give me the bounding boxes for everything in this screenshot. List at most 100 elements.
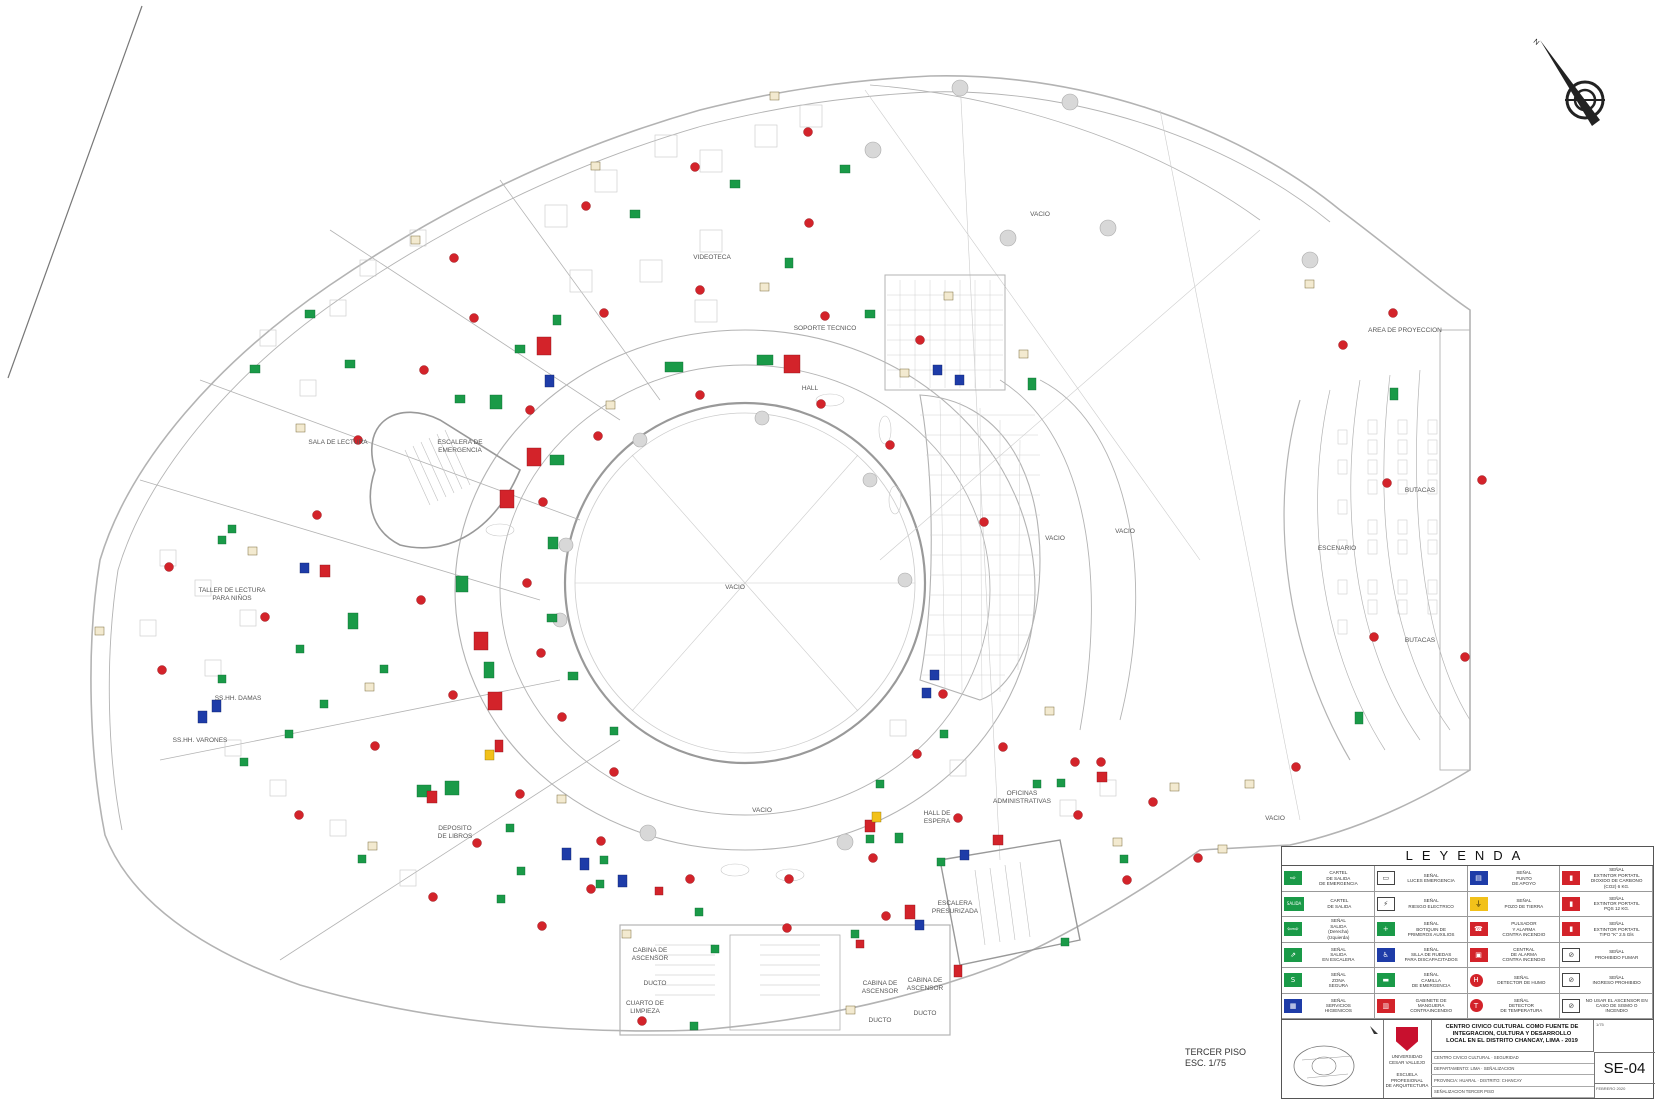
legend-item-alarm-central: ▣ CENTRAL DE ALARMA CONTRA INCENDIO bbox=[1467, 942, 1561, 968]
floor-label: TERCER PISO bbox=[1185, 1047, 1247, 1057]
project-title: CENTRO CIVICO CULTURAL COMO FUENTE DE IN… bbox=[1431, 1020, 1594, 1052]
svg-text:BUTACAS: BUTACAS bbox=[1405, 487, 1436, 494]
title-block-row: DEPARTAMENTO: LIMA · SEÑALIZACION bbox=[1431, 1064, 1594, 1075]
svg-text:ESCALERA: ESCALERA bbox=[938, 900, 973, 907]
site-boundary-line bbox=[7, 5, 143, 379]
fire-extinguisher-co2-icon: ▮ bbox=[1562, 871, 1581, 886]
sheet-number: SE-04 bbox=[1594, 1052, 1655, 1084]
legend-item-smoke-detector: H SEÑAL DETECTOR DE HUMO bbox=[1467, 968, 1561, 994]
legend-item-label: SEÑAL POZO DE TIERRA bbox=[1504, 898, 1544, 909]
building-shell bbox=[90, 74, 1471, 1036]
legend-item-no-elevator: ⊘NO USAR EL ASCENSOR EN CASO DE SISMO O … bbox=[1560, 993, 1653, 1019]
legend-item-first-aid: +SEÑAL BOTIQUIN DE PRIMEROS AUXILIOS bbox=[1374, 917, 1468, 943]
smoke-detectors bbox=[157, 127, 1487, 1026]
svg-text:VACIO: VACIO bbox=[1115, 528, 1135, 535]
svg-text:DEPOSITO: DEPOSITO bbox=[438, 825, 471, 832]
legend-item-fire-alarm-pull: ☎PULSADOR Y ALARMA CONTRA INCENDIO bbox=[1467, 917, 1561, 943]
legend-item-label: SEÑAL PROHIBIDO FUMAR bbox=[1594, 949, 1639, 960]
svg-text:CABINA DE: CABINA DE bbox=[633, 947, 668, 954]
legend-item-label: SEÑAL EXTINTOR PORTATIL PQS 12 KG. bbox=[1593, 895, 1640, 912]
legend-item-fire-hose-cabinet: ▥GABINETE DE MANGUERA CONTRAINCENDIO bbox=[1374, 993, 1468, 1019]
legend-item-fire-extinguisher-k: ▮SEÑAL EXTINTOR PORTATIL TIPO "K" 2.5 Gl… bbox=[1560, 917, 1653, 943]
svg-text:SS.HH. DAMAS: SS.HH. DAMAS bbox=[215, 695, 262, 702]
grid-floor bbox=[887, 280, 1040, 699]
fire-hose-cabinet-icon: ▥ bbox=[1376, 998, 1395, 1013]
stretcher-icon: ▬ bbox=[1376, 973, 1395, 988]
title-block-row: CENTRO CIVICO CULTURAL · SEGURIDAD bbox=[1431, 1052, 1594, 1064]
legend-item-stair-exit: ⇗SEÑAL SALIDA EN ESCALERA bbox=[1282, 942, 1375, 968]
legend-item-fire-extinguisher-pqs: ▮SEÑAL EXTINTOR PORTATIL PQS 12 KG. bbox=[1560, 891, 1653, 917]
svg-text:VACIO: VACIO bbox=[1030, 211, 1050, 218]
legend-item-no-smoking: ⊘SEÑAL PROHIBIDO FUMAR bbox=[1560, 942, 1653, 968]
svg-text:BUTACAS: BUTACAS bbox=[1405, 637, 1436, 644]
smoke-detector-icon: H bbox=[1469, 973, 1483, 987]
svg-text:ASCENSOR: ASCENSOR bbox=[632, 955, 669, 962]
exit-arrow-icon: ⇨ bbox=[1284, 871, 1302, 886]
exit-icon: SALIDA bbox=[1284, 896, 1304, 911]
legend-item-label: SEÑAL LUCES EMERGENCIA bbox=[1407, 872, 1455, 884]
legend-item-label: SEÑAL RIESGO ELECTRICO bbox=[1408, 898, 1454, 909]
legend-item-label: SEÑAL DETECTOR DE TEMPERATURA bbox=[1500, 997, 1543, 1014]
svg-text:TALLER DE LECTURA: TALLER DE LECTURA bbox=[198, 587, 266, 594]
svg-text:ESCALERA DE: ESCALERA DE bbox=[437, 439, 483, 446]
legend-item-label: SEÑAL EXTINTOR PORTATIL TIPO "K" 2.5 Gls bbox=[1593, 921, 1640, 937]
university-logo: UNIVERSIDAD CESAR VALLEJO ESCUELA PROFES… bbox=[1383, 1020, 1432, 1098]
title-block-row: PROVINCIA: HUARAL · DISTRITO: CHANCAY bbox=[1431, 1075, 1594, 1087]
svg-text:AREA DE PROYECCION: AREA DE PROYECCION bbox=[1368, 327, 1442, 334]
svg-text:HALL: HALL bbox=[802, 385, 819, 392]
legend-item-label: SEÑAL DETECTOR DE HUMO bbox=[1497, 974, 1546, 986]
svg-text:HALL DE: HALL DE bbox=[924, 810, 952, 817]
key-plan bbox=[1282, 1020, 1384, 1098]
legend-title: LEYENDA bbox=[1282, 847, 1653, 866]
info-signs bbox=[197, 364, 970, 931]
exit-direction-icon: ⇦⇨ bbox=[1284, 922, 1302, 937]
legend-item-support-point: ▤ SEÑAL PUNTO DE APOYO bbox=[1467, 866, 1561, 892]
legend-item-label: SEÑAL PUNTO DE APOYO bbox=[1512, 870, 1536, 886]
legend-item-label: CARTEL DE SALIDA DE EMERGENCIA bbox=[1319, 870, 1358, 886]
floor-scale-note: TERCER PISO ESC. 1/75 bbox=[1185, 1047, 1246, 1069]
stair-treads bbox=[404, 429, 1031, 996]
alarm-central-icon: ▣ bbox=[1469, 947, 1488, 962]
legend-item-wheelchair: ♿SEÑAL SILLA DE RUEDAS PARA DISCAPACITAD… bbox=[1374, 942, 1468, 968]
svg-text:EMERGENCIA: EMERGENCIA bbox=[438, 447, 482, 454]
emergency-light-signs bbox=[94, 91, 1315, 1015]
ground-icon: ⏚ bbox=[1469, 896, 1488, 911]
legend-item-ground: ⏚ SEÑAL POZO DE TIERRA bbox=[1467, 891, 1561, 917]
svg-text:VACIO: VACIO bbox=[1265, 815, 1285, 822]
legend-item-electric-risk: ⚡ SEÑAL RIESGO ELECTRICO bbox=[1374, 891, 1468, 917]
exit-signs bbox=[217, 164, 1399, 1031]
yellow-signs bbox=[484, 749, 882, 823]
svg-text:ASCENSOR: ASCENSOR bbox=[862, 988, 899, 995]
svg-text:VACIO: VACIO bbox=[752, 807, 772, 814]
sheet-info: 1/75 SE-04 FEBRERO 2020 bbox=[1594, 1020, 1655, 1098]
structural-columns bbox=[552, 79, 1319, 851]
legend-item-label: CENTRAL DE ALARMA CONTRA INCENDIO bbox=[1502, 946, 1546, 963]
svg-text:ESPERA: ESPERA bbox=[924, 818, 951, 825]
sheet-date: FEBRERO 2020 bbox=[1596, 1086, 1626, 1091]
electric-risk-icon: ⚡ bbox=[1376, 896, 1395, 911]
no-elevator-icon: ⊘ bbox=[1562, 998, 1581, 1013]
svg-text:DUCTO: DUCTO bbox=[869, 1017, 892, 1024]
svg-text:DE LIBROS: DE LIBROS bbox=[438, 833, 473, 840]
legend-item-label: SEÑAL SALIDA EN ESCALERA bbox=[1322, 946, 1355, 963]
legend-item-label: SEÑAL EXTINTOR PORTATIL DIOXIDO DE CARBO… bbox=[1590, 867, 1643, 889]
legend-item-label: SEÑAL SILLA DE RUEDAS PARA DISCAPACITADO… bbox=[1404, 946, 1458, 963]
university-name: UNIVERSIDAD CESAR VALLEJO bbox=[1388, 1054, 1426, 1065]
legend-item-label: PULSADOR Y ALARMA CONTRA INCENDIO bbox=[1502, 921, 1546, 937]
svg-text:DUCTO: DUCTO bbox=[644, 980, 667, 987]
svg-text:VIDEOTECA: VIDEOTECA bbox=[693, 254, 731, 261]
svg-text:SALA DE LECTURA: SALA DE LECTURA bbox=[308, 439, 368, 446]
room-labels: ESCALERA DE EMERGENCIA ESCALERA PRESURIZ… bbox=[173, 211, 1443, 1024]
svg-text:VACIO: VACIO bbox=[725, 584, 745, 591]
svg-text:CABINA DE: CABINA DE bbox=[908, 977, 943, 984]
legend-item-label: SEÑAL SALIDA (Derecha) (Izquierda) bbox=[1327, 918, 1350, 940]
svg-text:PRESURIZADA: PRESURIZADA bbox=[932, 908, 979, 915]
legend-item-label: SEÑAL BOTIQUIN DE PRIMEROS AUXILIOS bbox=[1407, 921, 1455, 937]
furniture bbox=[139, 104, 1117, 887]
support-point-icon: ▤ bbox=[1469, 871, 1488, 886]
safe-zone-icon: S bbox=[1284, 973, 1302, 988]
